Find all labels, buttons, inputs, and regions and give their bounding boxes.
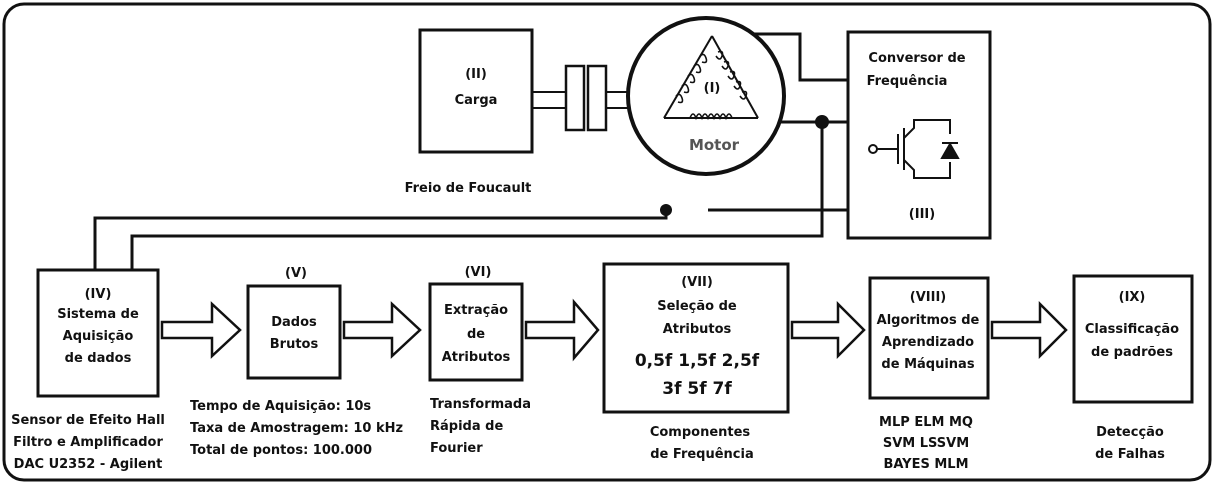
ml-algorithms-number: (VIII) [910, 290, 946, 305]
ml-algorithms-line-3: de Máquinas [881, 357, 974, 372]
pattern-classification-number: (IX) [1119, 290, 1146, 305]
winding-right [711, 35, 759, 119]
converter-title-2: Frequência [867, 74, 948, 89]
converter-title-1: Conversor de [868, 51, 965, 66]
acquisition-caption-1: Sensor de Efeito Hall [11, 413, 165, 428]
feature-selection-line-2: Atributos [663, 322, 732, 337]
raw-data-block [246, 284, 342, 380]
igbt-diode-icon [868, 119, 960, 179]
feature-selection-caption-2: de Frequência [650, 447, 754, 462]
ml-algorithms-line-2: Aprendizado [882, 335, 974, 350]
raw-data-number: (V) [285, 266, 307, 281]
acquisition-line-3: de dados [65, 351, 132, 366]
feature-selection-block [602, 262, 790, 414]
acquisition-caption-3: DAC U2352 - Agilent [14, 457, 163, 472]
frequency-list-2: 3f 5f 7f [662, 379, 732, 399]
feature-selection-number: (VII) [681, 275, 713, 290]
wire-sensor-2 [130, 122, 824, 270]
feature-extraction-caption-1: Transformada [430, 397, 531, 412]
frequency-list-1: 0,5f 1,5f 2,5f [635, 351, 760, 371]
coil-bottom [689, 113, 733, 121]
feature-selection-line-1: Seleção de [657, 299, 737, 314]
ml-algorithms-line-1: Algoritmos de [877, 313, 980, 328]
pattern-classification-caption-2: de Falhas [1095, 447, 1165, 462]
feature-extraction-line-3: Atributos [442, 350, 511, 365]
acquisition-block [36, 268, 160, 398]
coil-right [715, 50, 748, 100]
converter-number: (III) [909, 207, 935, 222]
load-block [418, 28, 534, 154]
flow-arrow-vi-vii [524, 298, 600, 362]
raw-data-line-1: Dados [271, 315, 317, 330]
wire-motor-to-converter-top [740, 32, 848, 82]
junction-dot-2 [815, 115, 829, 129]
acquisition-line-1: Sistema de [57, 307, 139, 322]
ml-algorithms-block [868, 276, 990, 400]
motor-block: (I) Motor [626, 16, 786, 176]
load-number: (II) [465, 67, 487, 82]
wire-sensor-1 [93, 207, 668, 270]
flow-arrow-v-vi [342, 301, 422, 359]
feature-extraction-number: (VI) [465, 265, 492, 280]
raw-data-line-2: Brutos [270, 337, 319, 352]
pattern-classification-line-1: Classificação [1085, 322, 1179, 337]
converter-block [846, 30, 992, 240]
acquisition-caption-2: Filtro e Amplificador [13, 435, 163, 450]
ml-algorithms-caption-3: BAYES MLM [883, 457, 968, 472]
flow-arrow-viii-ix [990, 300, 1068, 360]
load-label: Carga [455, 93, 498, 108]
load-caption: Freio de Foucault [405, 181, 532, 196]
flow-arrow-vii-viii [790, 300, 866, 360]
feature-extraction-caption-3: Fourier [430, 441, 483, 456]
acquisition-number: (IV) [85, 287, 112, 302]
raw-data-caption-1: Tempo de Aquisição: 10s [190, 399, 371, 414]
pattern-classification-line-2: de padrões [1091, 345, 1173, 360]
winding-left [663, 35, 713, 119]
raw-data-caption-2: Taxa de Amostragem: 10 kHz [190, 421, 403, 436]
flow-arrow-iv-v [160, 301, 242, 359]
shaft-coupling [532, 64, 640, 132]
feature-extraction-caption-2: Rápida de [430, 419, 503, 434]
raw-data-caption-3: Total de pontos: 100.000 [190, 443, 372, 458]
feature-extraction-line-1: Extração [444, 303, 508, 318]
pattern-classification-block [1072, 274, 1194, 404]
feature-extraction-block [428, 282, 524, 382]
ml-algorithms-caption-1: MLP ELM MQ [879, 415, 973, 430]
ml-algorithms-caption-2: SVM LSSVM [883, 436, 969, 451]
coil-left [675, 53, 708, 104]
motor-number: (I) [704, 81, 721, 96]
junction-dot-1 [660, 204, 672, 216]
feature-extraction-line-2: de [467, 327, 485, 342]
acquisition-line-2: Aquisição [63, 329, 134, 344]
feature-selection-caption-1: Componentes [650, 425, 751, 440]
pattern-classification-caption-1: Detecção [1096, 425, 1164, 440]
motor-label: Motor [689, 136, 740, 154]
